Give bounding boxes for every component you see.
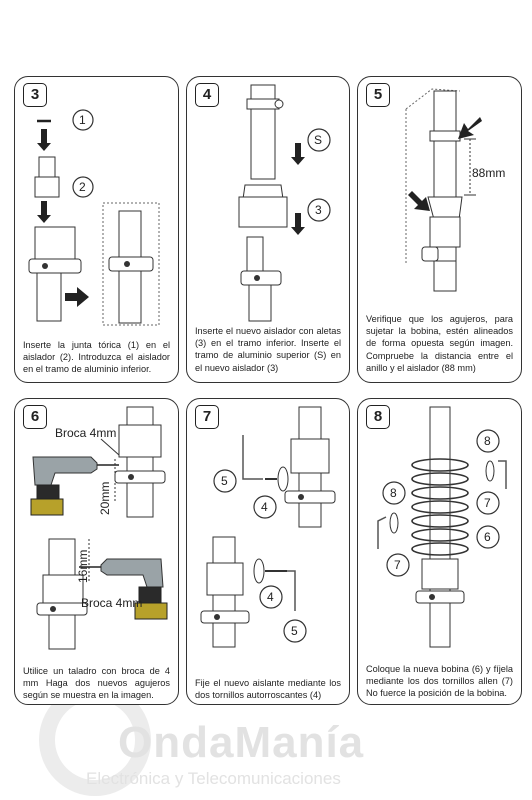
callout-4b: 4	[267, 590, 274, 604]
step-5-illustration: 88mm	[405, 88, 505, 292]
step-panel-3: 3 1 2 Inserte la junta tórica (1) en el …	[14, 76, 179, 383]
callout-4: 4	[261, 500, 268, 514]
callout-8: 8	[484, 434, 491, 448]
step-5-text: Verifique que los agujeros, para sujetar…	[366, 314, 513, 373]
step-panel-6: 6 Broca 4mm 20mm 16mm Broca 4mm Utilice …	[14, 398, 179, 705]
arrow-down-icon	[37, 201, 51, 223]
arrow-right-icon	[65, 287, 89, 307]
callout-3: 3	[315, 203, 322, 217]
callout-5: 5	[221, 474, 228, 488]
step-panel-4: 4 S 3 Inserte el nuevo aislador con alet…	[186, 76, 350, 383]
step-3-text: Inserte la junta tórica (1) en el aislad…	[23, 340, 170, 375]
drill-label-bottom: Broca 4mm	[81, 596, 142, 610]
step-panel-5: 5 88mm Verifique que los agujeros, para …	[357, 76, 522, 383]
step-7-text: Fije el nuevo aislante mediante los dos …	[195, 678, 341, 701]
step-6-text: Utilice un taladro con broca de 4 mm Hag…	[23, 666, 170, 701]
callout-5b: 5	[291, 624, 298, 638]
step-panel-7: 7 5 4 4 5 Fije el nuevo aislante mediant…	[186, 398, 350, 705]
drill-label-top: Broca 4mm	[55, 426, 116, 440]
watermark-tagline: Electrónica y Telecomunicaciones	[86, 769, 341, 788]
arrow-pointer-icon	[458, 117, 482, 139]
coil-spring-icon	[411, 458, 469, 556]
step-number: 6	[23, 405, 47, 429]
step-panel-8: 8 8 7 8 6 7 Coloque la nueva bobina (6) …	[357, 398, 522, 705]
step-4-illustration: S 3	[238, 84, 331, 322]
step-number: 3	[23, 83, 47, 107]
watermark-brand: OndaManía	[118, 718, 365, 767]
callout-7b: 7	[394, 558, 401, 572]
step-8-illustration: 8 7 8 6 7	[377, 406, 507, 648]
callout-8b: 8	[390, 486, 397, 500]
arrow-down-icon	[37, 129, 51, 151]
arrow-down-icon	[291, 213, 305, 235]
step-number: 7	[195, 405, 219, 429]
step-7-illustration: 5 4 4 5	[200, 406, 336, 648]
step-3-illustration: 1 2	[28, 109, 160, 326]
dimension-88mm: 88mm	[472, 166, 505, 180]
callout-2: 2	[79, 180, 86, 194]
callout-1: 1	[79, 113, 86, 127]
step-number: 8	[366, 405, 390, 429]
callout-7: 7	[484, 496, 491, 510]
step-4-text: Inserte el nuevo aislador con aletas (3)…	[195, 326, 341, 373]
step-number: 4	[195, 83, 219, 107]
arrow-down-icon	[291, 143, 305, 165]
step-number: 5	[366, 83, 390, 107]
callout-s: S	[314, 133, 322, 147]
step-8-text: Coloque la nueva bobina (6) y fíjela med…	[366, 664, 513, 699]
callout-6: 6	[484, 530, 491, 544]
arrow-pointer-icon	[408, 191, 430, 211]
step-6-illustration: Broca 4mm 20mm 16mm Broca 4mm	[30, 406, 168, 650]
dim-20mm: 20mm	[98, 482, 112, 515]
